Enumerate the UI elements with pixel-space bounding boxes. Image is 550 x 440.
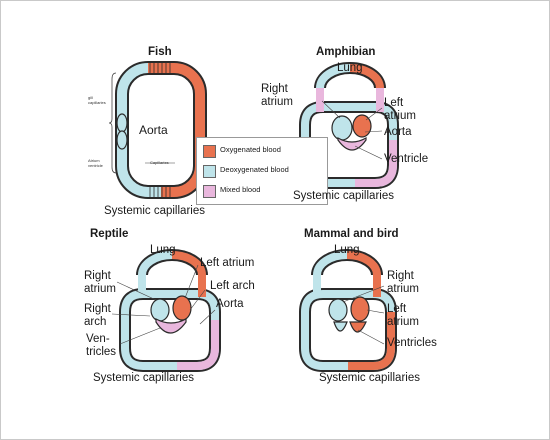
reptile-right-atrium-1: Right [84, 270, 111, 282]
reptile-right-arch-1: Right [84, 303, 111, 315]
amphibian-aorta-label: Aorta [384, 126, 412, 138]
fish-capillaries-label: Systemic capillaries [104, 205, 205, 217]
fish-heart-label: Atrium ventricle [88, 158, 103, 168]
amphibian-right-atrium-1: Right [261, 83, 288, 95]
fish-aorta-label: Aorta [139, 123, 168, 137]
reptile-right-arch-2: arch [84, 316, 107, 328]
mammal-circuit [299, 249, 397, 372]
amphibian-left-atrium-1: Left [384, 97, 404, 109]
amphibian-right-atrium-2: atrium [261, 96, 293, 108]
fish-circuit [108, 61, 207, 199]
amphibian-ventricle-label: Ventricle [384, 153, 429, 165]
reptile-right-atrium-2: atrium [84, 283, 116, 295]
reptile-left-atrium-label: Left atrium [200, 257, 255, 269]
legend-swatch [203, 165, 216, 178]
reptile-ventricles-2: tricles [86, 346, 117, 358]
fish-gill-label: gill capillaries [88, 95, 106, 105]
mammal-right-atrium-1: Right [387, 270, 414, 282]
reptile-ventricles-1: Ven- [86, 333, 110, 345]
reptile-left-arch-label: Left arch [210, 280, 255, 292]
legend-label: Mixed blood [220, 185, 261, 194]
mammal-lung-label: Lung [334, 244, 360, 256]
mammal-ventricles-label: Ventricles [387, 337, 437, 349]
mammal-title: Mammal and bird [304, 228, 399, 240]
fish-title: Fish [148, 46, 172, 58]
reptile-circuit [111, 249, 221, 372]
mammal-left-atrium-2: atrium [387, 316, 419, 328]
reptile-aorta-label: Aorta [216, 298, 244, 310]
reptile-capillaries-label: Systemic capillaries [93, 372, 194, 384]
amphibian-left-atrium-2: atrium [384, 110, 416, 122]
legend-label: Deoxygenated blood [220, 165, 289, 174]
reptile-title: Reptile [90, 228, 129, 240]
mammal-capillaries-label: Systemic capillaries [319, 372, 420, 384]
legend-swatch [203, 145, 216, 158]
mammal-left-atrium-1: Left [387, 303, 407, 315]
legend-swatch [203, 185, 216, 198]
reptile-lung-label: Lung [150, 244, 176, 256]
legend-label: Oxygenated blood [220, 145, 281, 154]
amphibian-lung-label: Lung [337, 62, 363, 74]
amphibian-capillaries-label: Systemic capillaries [293, 190, 394, 202]
mammal-right-atrium-2: atrium [387, 283, 419, 295]
amphibian-title: Amphibian [316, 46, 376, 58]
legend: Oxygenated blood Deoxygenated blood Mixe… [196, 137, 328, 205]
fish-bottom-label: Capillaries [150, 160, 169, 165]
